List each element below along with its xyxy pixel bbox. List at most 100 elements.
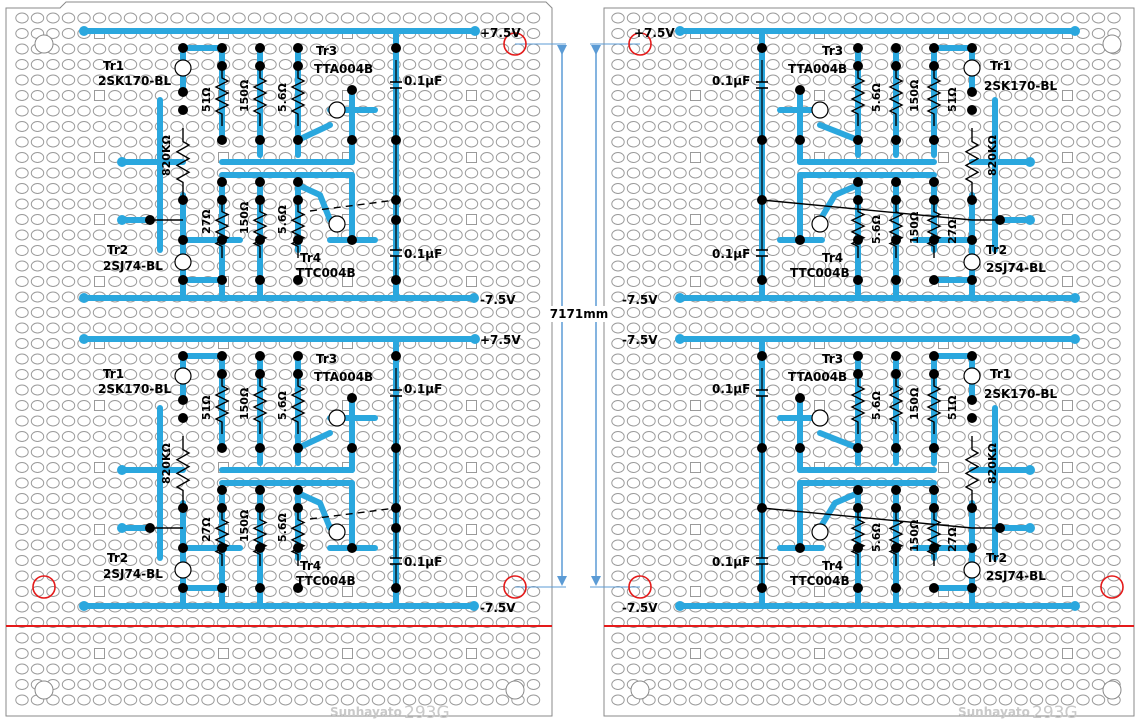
- pad-hole: [92, 694, 107, 706]
- pad-hole: [797, 570, 811, 582]
- pad-hole: [750, 307, 765, 318]
- pad-hole: [123, 121, 138, 132]
- pad-hole: [611, 59, 625, 70]
- pad-hole: [61, 493, 76, 504]
- pad-hole: [356, 694, 370, 706]
- pad-hole: [61, 167, 76, 179]
- pad-hole: [828, 74, 842, 86]
- pad-hole: [1014, 229, 1028, 241]
- pad-hole: [464, 59, 479, 70]
- pad-hole: [719, 524, 734, 535]
- pad-hole: [433, 322, 448, 334]
- pad-hole: [309, 446, 324, 458]
- pad-hole: [232, 245, 246, 256]
- pad-hole: [1091, 524, 1106, 535]
- pad-hole: [719, 632, 734, 644]
- pad-hole: [998, 12, 1013, 24]
- pad-hole: [340, 245, 355, 256]
- pad-square: [938, 90, 949, 101]
- pad-hole: [92, 679, 107, 690]
- pad-hole: [495, 555, 510, 566]
- pad-hole: [201, 74, 215, 86]
- pad-hole: [704, 694, 718, 706]
- solder-joint: [891, 485, 901, 495]
- trace-pad: [1025, 523, 1035, 533]
- pad-hole: [418, 90, 432, 101]
- pad-hole: [433, 524, 448, 535]
- pad-hole: [511, 338, 525, 349]
- pad-hole: [433, 43, 448, 55]
- pad-hole: [688, 508, 703, 520]
- right-unit-2-labels: -7.5V -7.5V Tr3 TTA004B 0.1µF Tr1 2SK170…: [622, 333, 1057, 615]
- pad-hole: [1029, 539, 1044, 551]
- pad-hole: [232, 183, 246, 194]
- solder-joint: [293, 235, 303, 245]
- solder-joint: [853, 503, 863, 513]
- pad-hole: [936, 570, 951, 582]
- pad-hole: [232, 508, 246, 520]
- pad-hole: [797, 74, 811, 86]
- pad-hole: [828, 648, 842, 659]
- pad-hole: [905, 431, 920, 442]
- pad-hole: [735, 663, 749, 675]
- pad-hole: [1029, 369, 1044, 380]
- pad-hole: [92, 384, 107, 396]
- solder-joint: [217, 369, 227, 379]
- pad-square: [690, 90, 701, 101]
- pad-hole: [673, 229, 687, 241]
- pad-hole: [642, 524, 656, 535]
- pad-hole: [325, 694, 339, 706]
- pad-hole: [480, 307, 494, 318]
- pad-hole: [750, 648, 765, 659]
- pad-hole: [890, 12, 904, 24]
- pad-hole: [611, 167, 625, 179]
- pad-hole: [1091, 508, 1106, 520]
- pad-hole: [1060, 105, 1075, 117]
- corner-mount-hole: [34, 34, 54, 54]
- pad-hole: [626, 477, 641, 489]
- pad-hole: [626, 152, 641, 163]
- pad-hole: [77, 384, 91, 396]
- pad-hole: [356, 214, 370, 225]
- pad-hole: [967, 694, 982, 706]
- pad-hole: [46, 415, 60, 427]
- pad-hole: [139, 679, 153, 690]
- pad-hole: [526, 136, 541, 148]
- pad-hole: [480, 648, 494, 659]
- pad-hole: [433, 12, 448, 24]
- transistor-part: TTA004B: [314, 62, 373, 76]
- pad-hole: [936, 617, 951, 628]
- pad-hole: [874, 59, 889, 70]
- pad-hole: [673, 59, 687, 70]
- pad-hole: [812, 663, 827, 675]
- pad-hole: [735, 632, 749, 644]
- pad-hole: [781, 152, 796, 163]
- pad-hole: [464, 384, 479, 396]
- pad-hole: [1029, 121, 1044, 132]
- pad-hole: [673, 322, 687, 334]
- pad-hole: [611, 555, 625, 566]
- pad-hole: [526, 105, 541, 117]
- pad-hole: [936, 307, 951, 318]
- pad-hole: [309, 539, 324, 551]
- pad-hole: [15, 136, 29, 148]
- pad-hole: [278, 369, 293, 380]
- pad-hole: [626, 198, 641, 210]
- pad-hole: [325, 586, 339, 597]
- pad-hole: [611, 648, 625, 659]
- pad-hole: [108, 555, 122, 566]
- pad-hole: [371, 663, 386, 675]
- pad-hole: [626, 121, 641, 132]
- pad-hole: [1060, 59, 1075, 70]
- pad-hole: [1076, 524, 1090, 535]
- pad-hole: [998, 477, 1013, 489]
- pad-hole: [309, 524, 324, 535]
- pad-hole: [232, 59, 246, 70]
- rail-label: -7.5V: [622, 293, 658, 307]
- pad-hole: [201, 400, 215, 411]
- pad-hole: [402, 322, 417, 334]
- pad-hole: [185, 648, 200, 659]
- pad-hole: [77, 260, 91, 272]
- pad-hole: [983, 369, 997, 380]
- pad-square: [94, 152, 105, 163]
